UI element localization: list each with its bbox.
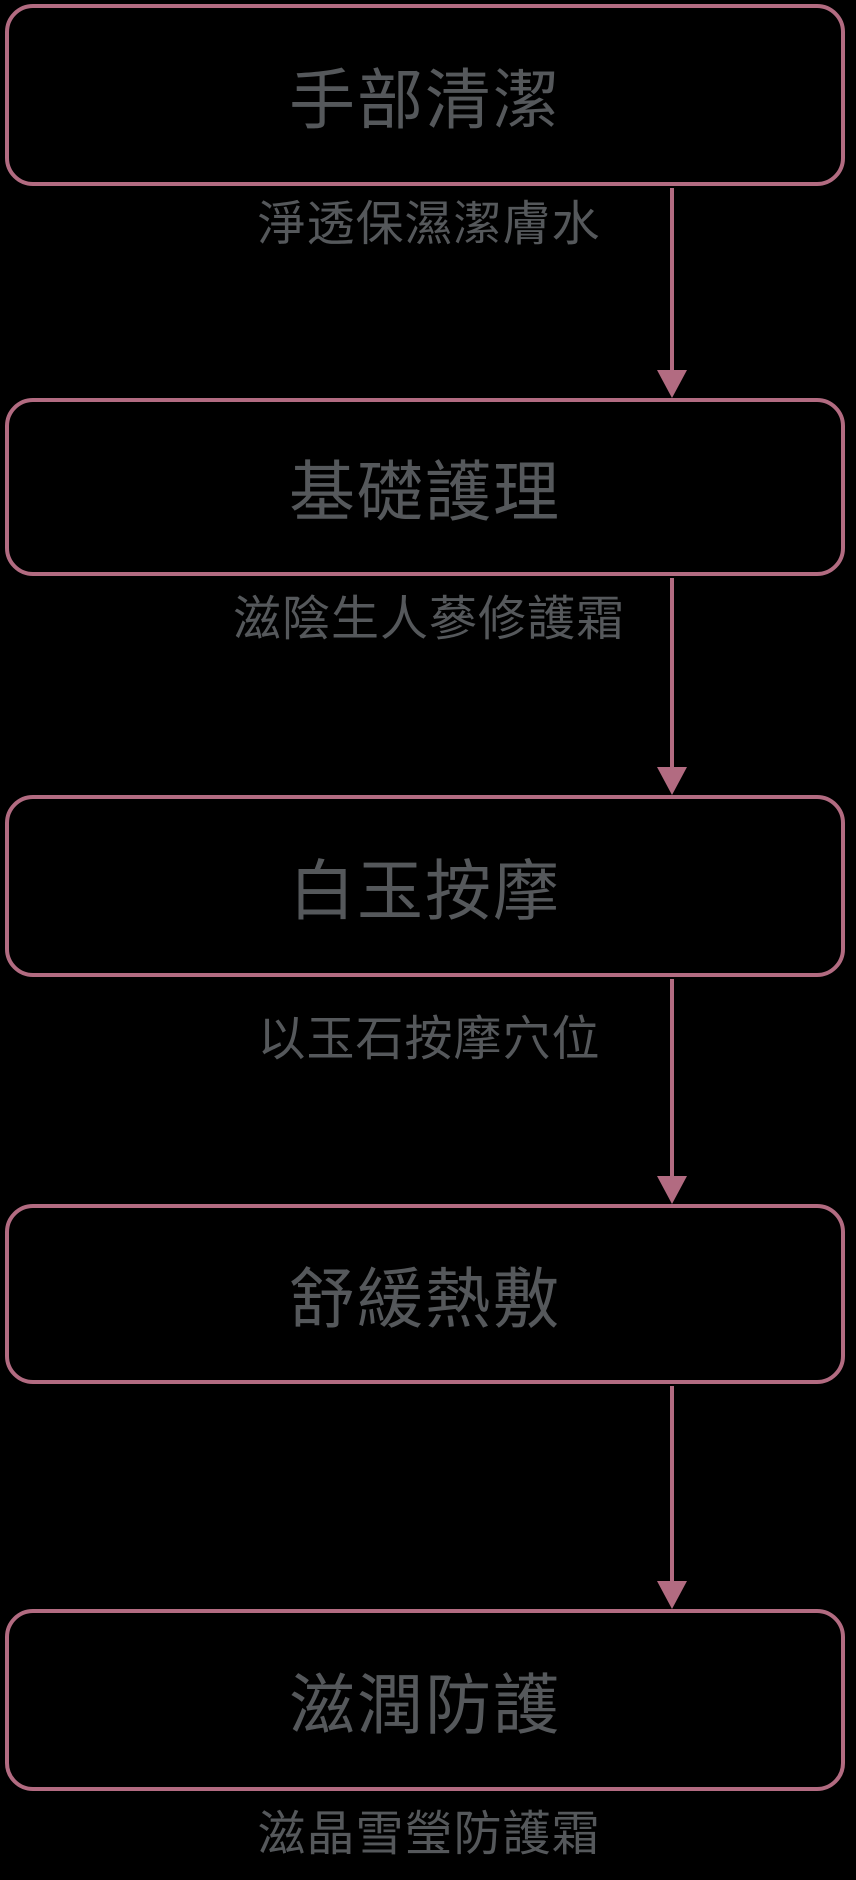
arrow-node2-to-node3 [657,578,687,795]
arrow-down-head-icon [657,767,687,795]
node-title: 基礎護理 [289,454,561,531]
edge-label-repair-cream: 滋陰生人蔘修護霜 [232,591,625,647]
edge-label-protection-cream: 滋晶雪瑩防護霜 [257,1806,601,1862]
arrow-node4-to-node5 [657,1386,687,1609]
arrow-down-head-icon [657,370,687,398]
arrow-shaft [670,578,674,769]
arrow-shaft [670,1386,674,1583]
node-title: 白玉按摩 [289,853,561,930]
edge-label-cleansing-water: 淨透保濕潔膚水 [257,196,601,252]
arrow-node1-to-node2 [657,188,687,398]
node-title: 手部清潔 [289,62,561,139]
flow-node-soothing-compress: 舒緩熱敷 [5,1204,845,1384]
node-title: 滋潤防護 [289,1667,561,1744]
flow-node-basic-care: 基礎護理 [5,398,845,576]
node-title: 舒緩熱敷 [289,1261,561,1338]
arrow-node3-to-node4 [657,979,687,1204]
arrow-down-head-icon [657,1581,687,1609]
arrow-shaft [670,979,674,1178]
edge-label-massage-points: 以玉石按摩穴位 [257,1011,601,1067]
flow-node-hand-cleansing: 手部清潔 [5,4,845,186]
flow-node-jade-massage: 白玉按摩 [5,795,845,977]
arrow-down-head-icon [657,1176,687,1204]
flow-node-moisture-protection: 滋潤防護 [5,1609,845,1791]
arrow-shaft [670,188,674,372]
